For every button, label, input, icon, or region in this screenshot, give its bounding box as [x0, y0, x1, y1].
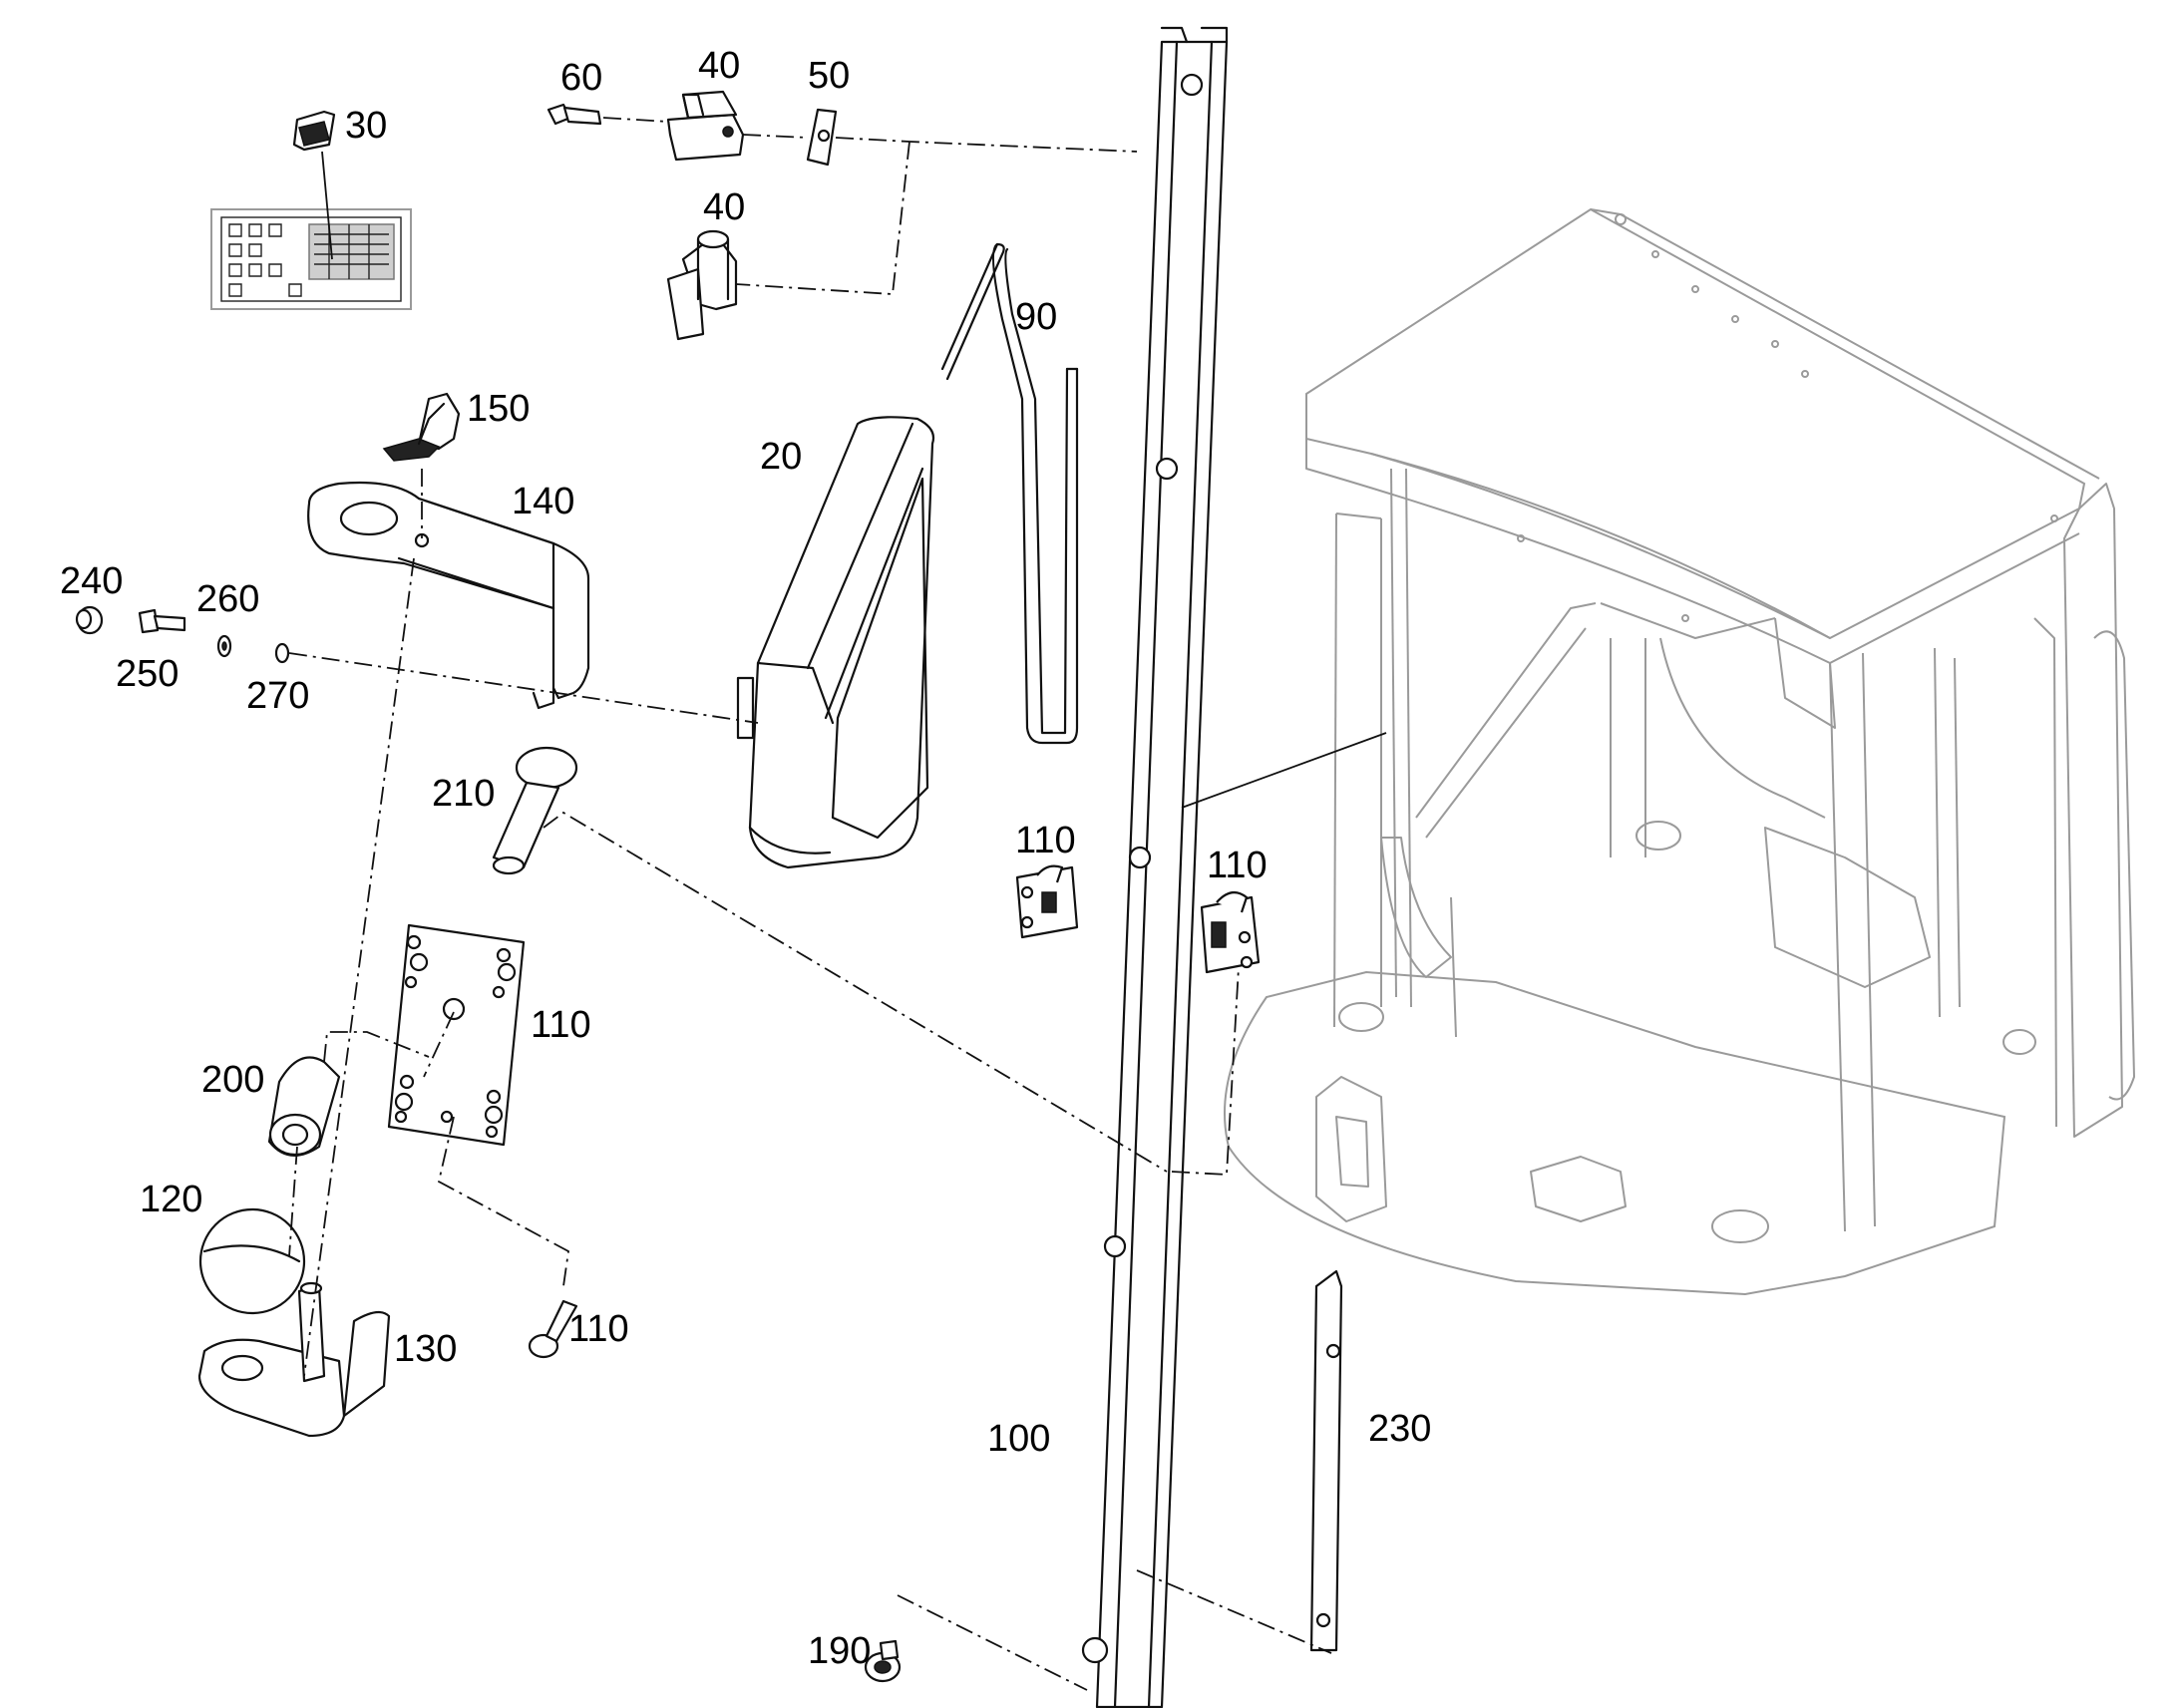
callout-260: 260	[196, 578, 259, 620]
callout-130: 130	[394, 1328, 457, 1370]
callout-labels: 20 30 40 40 50 60 90 100 110 110 110 110…	[60, 45, 1431, 1672]
clip-110-a	[1015, 864, 1079, 939]
callout-110-bolt: 110	[568, 1308, 629, 1350]
callout-30: 30	[345, 105, 387, 147]
callout-240: 240	[60, 560, 123, 602]
clamp-40-upper	[666, 90, 745, 162]
callout-190: 190	[808, 1630, 871, 1672]
callout-150: 150	[467, 388, 530, 430]
callout-210: 210	[432, 773, 495, 815]
nut-240	[75, 605, 104, 635]
callout-110-plate: 110	[531, 1004, 591, 1046]
bolt-110-lower	[528, 1299, 578, 1359]
bolt-250	[138, 608, 186, 634]
rail-100	[1081, 26, 1229, 1708]
callout-60: 60	[560, 57, 602, 99]
clip-110-b	[1200, 890, 1261, 974]
callout-200: 200	[201, 1059, 264, 1101]
callout-250: 250	[116, 653, 179, 695]
callout-100: 100	[987, 1418, 1050, 1460]
callout-110-clip-a: 110	[1015, 820, 1076, 861]
bracket-90	[940, 242, 1079, 745]
washer-260	[216, 634, 232, 658]
clamp-40-lower	[666, 229, 738, 341]
display-20	[736, 416, 935, 869]
screw-190	[864, 1639, 902, 1683]
pin-210	[492, 746, 578, 875]
callout-120: 120	[140, 1179, 202, 1220]
fuse-30	[292, 110, 336, 152]
callout-90: 90	[1015, 296, 1057, 338]
callout-50: 50	[808, 55, 850, 97]
knob-150	[382, 392, 461, 462]
plate-50	[806, 108, 838, 167]
cab-structure	[1223, 207, 2135, 1296]
spacer-200	[267, 1056, 341, 1157]
callout-40-lower: 40	[703, 186, 745, 228]
ball-120	[198, 1207, 306, 1315]
screw-60	[546, 103, 602, 126]
callout-40-upper: 40	[698, 45, 740, 87]
bracket-140	[307, 481, 590, 710]
callout-110-clip-b: 110	[1207, 845, 1268, 886]
callout-230: 230	[1368, 1408, 1431, 1450]
callout-270: 270	[246, 675, 309, 717]
callout-140: 140	[512, 481, 574, 522]
fusebox-panel	[210, 208, 412, 310]
base-bracket-130	[197, 1281, 391, 1438]
callout-20: 20	[760, 436, 802, 478]
mount-plate-110	[387, 923, 526, 1147]
strip-230	[1309, 1269, 1343, 1652]
washer-270	[274, 642, 290, 664]
leader-lines	[288, 117, 1387, 1691]
